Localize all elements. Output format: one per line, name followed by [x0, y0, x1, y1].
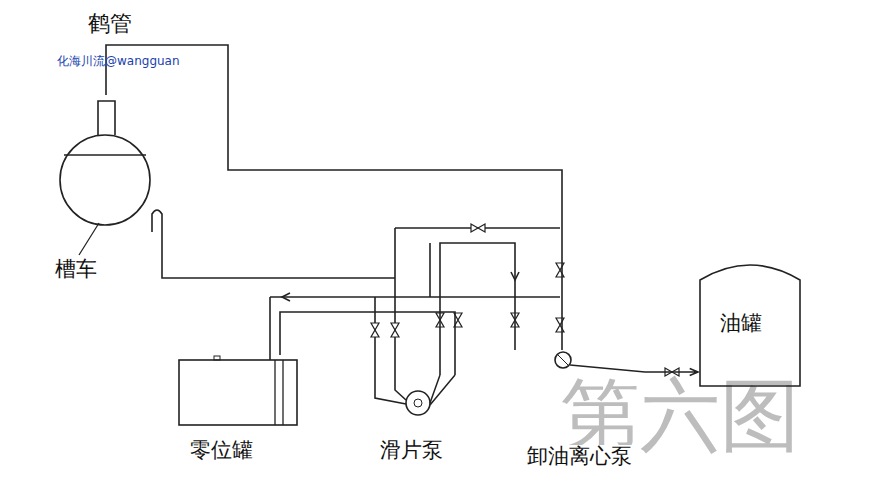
pipe-connector	[106, 45, 562, 350]
pipe	[429, 243, 431, 297]
node-label: 卸油离心泵	[527, 445, 632, 468]
valve-group	[371, 224, 679, 376]
pipe	[375, 297, 406, 404]
pipe-connector	[280, 312, 455, 375]
zero-level-tank: 零位罐	[178, 355, 300, 473]
centrifugal-pump: 卸油离心泵	[510, 350, 645, 470]
vacuum-hose	[152, 210, 395, 278]
valve-symbol	[471, 224, 485, 232]
node-label: 滑片泵	[380, 439, 443, 462]
node-label: 油罐	[720, 312, 762, 335]
valve-symbol	[371, 323, 379, 337]
pipe	[270, 296, 560, 298]
pipe-label: 鹤管	[88, 12, 132, 36]
node-label: 零位罐	[190, 439, 253, 462]
pipe	[269, 297, 271, 360]
pipe	[395, 228, 406, 400]
watermark: 化海川流@wangguan	[57, 55, 180, 68]
oil-tank: 油罐	[698, 250, 802, 388]
tank-car: 槽车	[55, 95, 165, 295]
sliding-vane-pump: 滑片泵	[375, 375, 475, 470]
valve-symbol	[391, 323, 399, 337]
node-label: 槽车	[55, 258, 97, 281]
flow-arrow	[282, 293, 290, 301]
pipe-connector	[440, 243, 515, 375]
